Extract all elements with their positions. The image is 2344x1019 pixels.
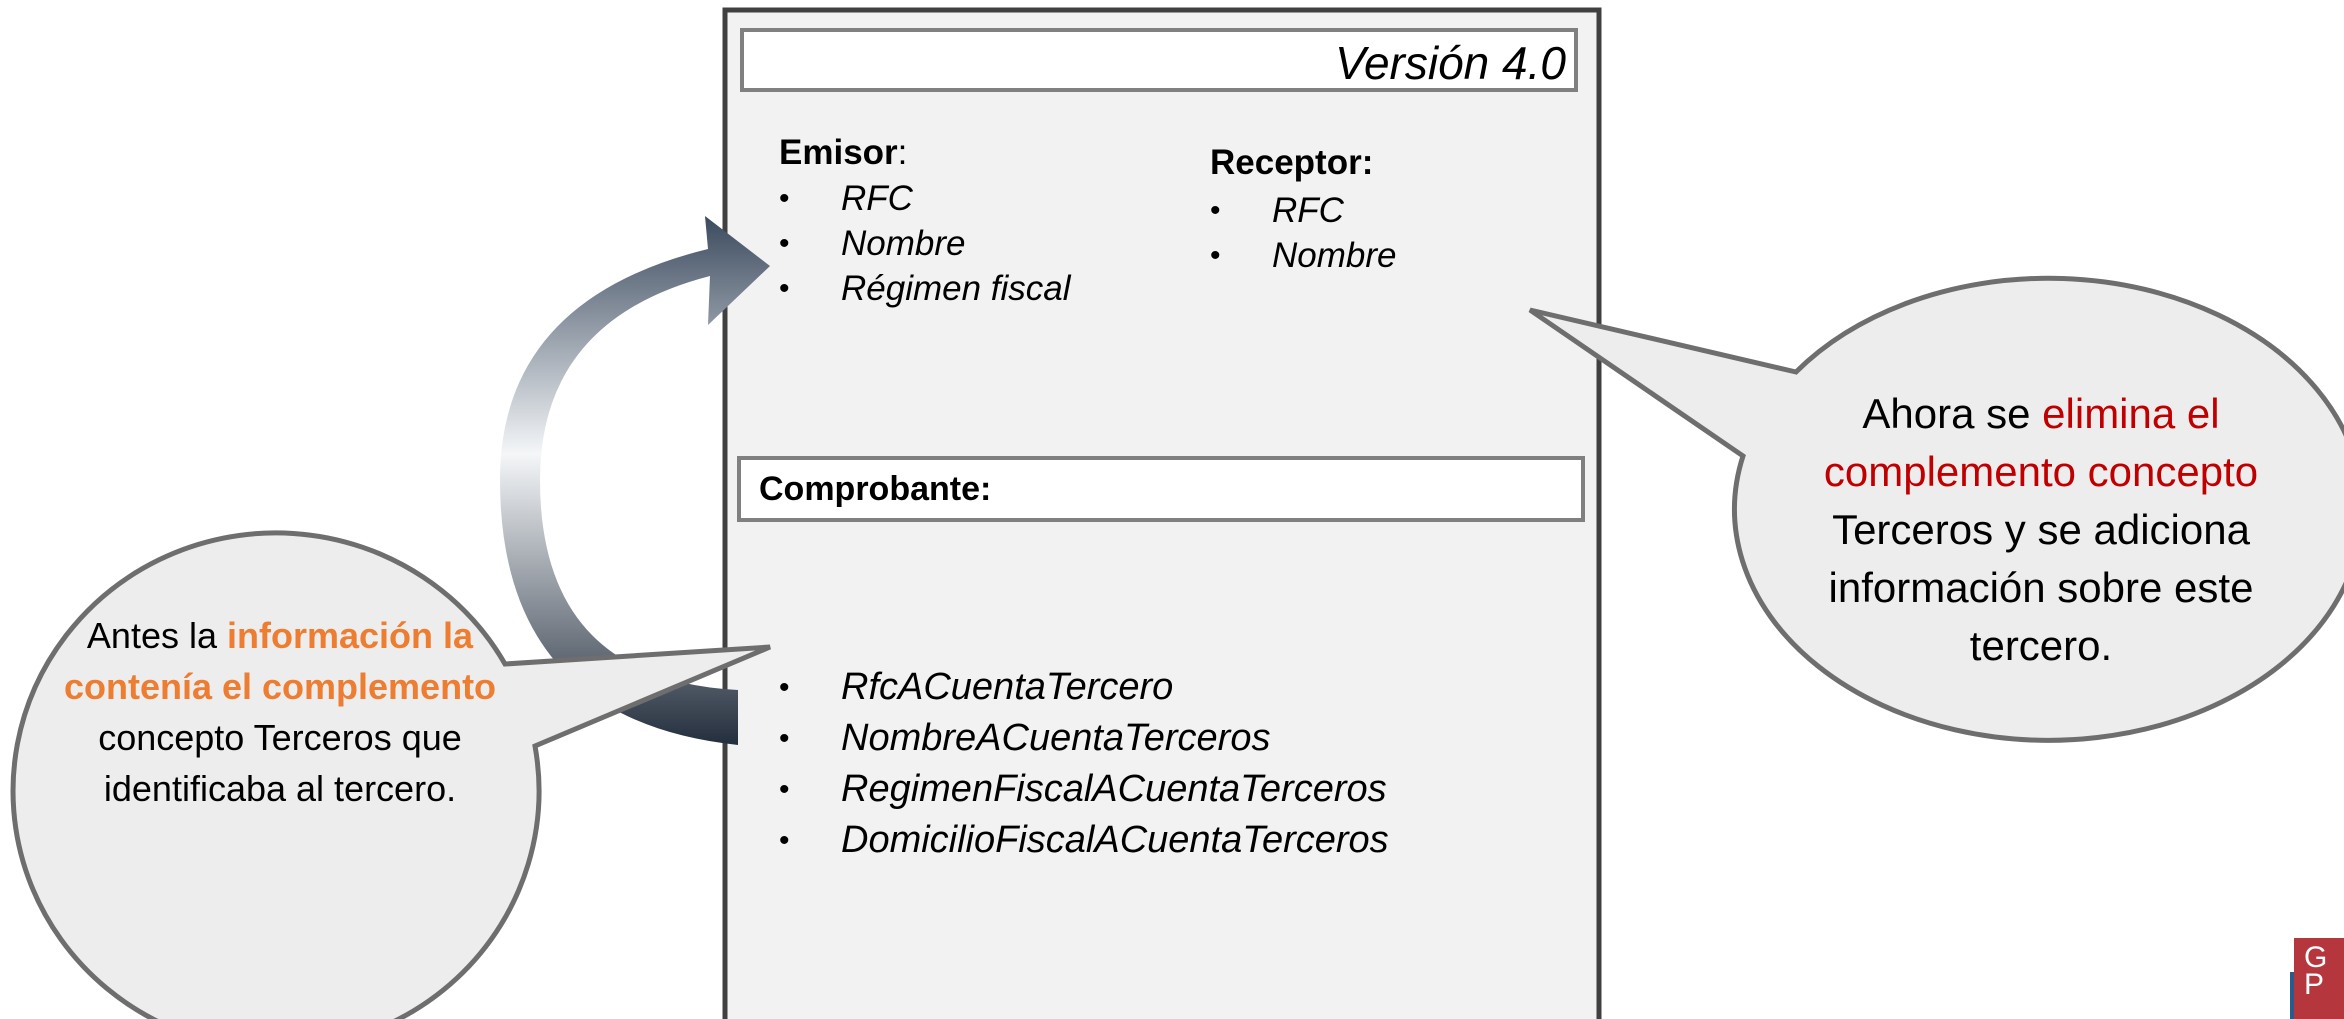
emisor-regimen: Régimen fiscal [841,269,1071,308]
comprobante-bar: Comprobante: [737,456,1585,522]
receptor-nombre: Nombre [1272,236,1397,275]
curved-arrow [500,216,770,745]
emisor-nombre: Nombre [841,224,966,263]
emisor-heading-text: Emisor [779,133,898,172]
domicilio-fiscal-a-cuenta-terceros: DomicilioFiscalACuentaTerceros [841,819,1389,861]
receptor-list: • RFC • Nombre [1210,188,1397,278]
logo-line-1: G [2304,941,2328,974]
left-callout-pre: Antes la [86,615,228,656]
right-callout-bubble [1528,275,2344,743]
left-callout-highlight: información la contenía el complemento [63,615,497,707]
list-item: • RfcACuentaTercero [779,662,1389,713]
bullet: • [779,671,790,704]
emisor-rfc: RFC [841,179,913,218]
left-callout-bubble [10,530,771,1019]
emisor-heading: Emisor: [779,133,907,173]
list-item: • RegimenFiscalACuentaTerceros [779,764,1389,815]
bullet: • [779,722,790,755]
comprobante-heading: Comprobante: [759,470,992,508]
bullet: • [779,272,790,305]
list-item: • Régimen fiscal [779,266,1071,311]
bullet: • [779,824,790,857]
regimen-fiscal-a-cuenta-terceros: RegimenFiscalACuentaTerceros [841,768,1387,810]
bullet: • [779,182,790,215]
receptor-heading: Receptor: [1210,143,1374,182]
bullet: • [779,227,790,260]
receptor-rfc: RFC [1272,191,1344,230]
list-item: • NombreACuentaTerceros [779,713,1389,764]
version-banner: Versión 4.0 [740,28,1578,92]
list-item: • Nombre [1210,233,1397,278]
list-item: • RFC [779,176,1071,221]
right-callout-pre: Ahora se [1862,390,2043,437]
bullet: • [1210,194,1221,227]
corner-logo: G P [2294,938,2344,1019]
right-callout-highlight: elimina el complemento concepto [1823,390,2259,495]
list-item: • RFC [1210,188,1396,233]
right-callout-post: Terceros y se adiciona información sobre… [1828,506,2254,669]
bullet: • [779,773,790,806]
emisor-list: • RFC • Nombre • Régimen fiscal [779,176,1071,311]
nombre-a-cuenta-terceros: NombreACuentaTerceros [841,717,1271,759]
rfc-a-cuenta-tercero: RfcACuentaTercero [841,666,1174,708]
left-callout-post: concepto Terceros que identificaba al te… [98,717,462,809]
comprobante-list: • RfcACuentaTercero • NombreACuentaTercero… [779,662,1389,866]
logo-stripe [2290,972,2296,1019]
emisor-heading-colon: : [897,133,908,172]
list-item: • DomicilioFiscalACuentaTerceros [779,815,1389,866]
right-callout-text: Ahora se elimina el complemento concepto… [1776,385,2306,675]
bullet: • [1210,239,1221,272]
logo-line-2: P [2304,968,2325,1001]
left-callout-text: Antes la información la contenía el comp… [48,610,512,814]
list-item: • Nombre [779,221,1071,266]
version-label: Versión 4.0 [1335,37,1566,89]
